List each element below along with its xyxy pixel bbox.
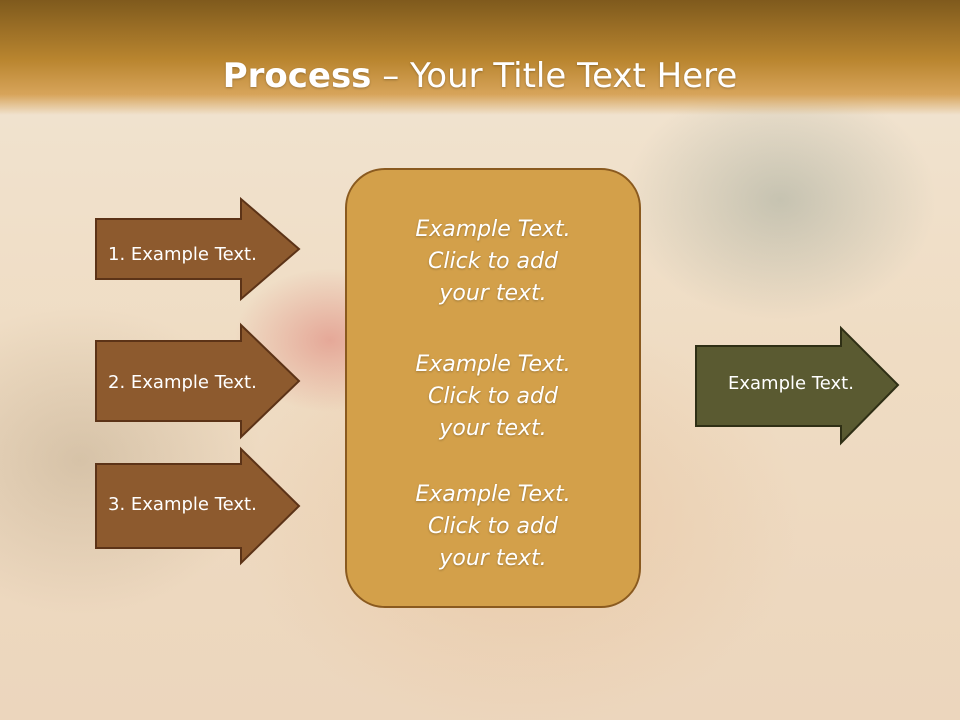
- slide-title: Process – Your Title Text Here: [0, 56, 960, 96]
- arrow-shape: [95, 196, 301, 302]
- left-arrow-1[interactable]: [95, 196, 301, 302]
- center-item-3: Example Text. Click to add your text.: [347, 479, 639, 575]
- center-content-box[interactable]: Example Text. Click to add your text. Ex…: [345, 168, 641, 608]
- right-arrow-label: Example Text.: [728, 373, 854, 394]
- center-item-1-line-2: Click to add: [428, 249, 558, 274]
- left-arrow-2[interactable]: [95, 322, 301, 440]
- title-bar: [0, 0, 960, 115]
- center-item-1: Example Text. Click to add your text.: [347, 214, 639, 310]
- center-item-2: Example Text. Click to add your text.: [347, 349, 639, 445]
- center-item-3-line-1: Example Text.: [415, 482, 571, 507]
- title-bold: Process: [222, 56, 372, 96]
- center-item-3-line-3: your text.: [439, 546, 547, 571]
- arrow-shape: [695, 325, 900, 446]
- center-item-2-line-2: Click to add: [428, 384, 558, 409]
- arrow-shape: [95, 446, 301, 566]
- left-arrow-label-1: 1. Example Text.: [108, 244, 257, 265]
- arrow-shape: [95, 322, 301, 440]
- center-item-3-line-2: Click to add: [428, 514, 558, 539]
- title-rest: – Your Title Text Here: [371, 56, 738, 96]
- left-arrow-3[interactable]: [95, 446, 301, 566]
- center-item-1-line-1: Example Text.: [415, 217, 571, 242]
- left-arrow-label-2: 2. Example Text.: [108, 372, 257, 393]
- center-item-2-line-3: your text.: [439, 416, 547, 441]
- left-arrow-label-3: 3. Example Text.: [108, 494, 257, 515]
- center-item-2-line-1: Example Text.: [415, 352, 571, 377]
- right-arrow[interactable]: [695, 325, 900, 446]
- center-item-1-line-3: your text.: [439, 281, 547, 306]
